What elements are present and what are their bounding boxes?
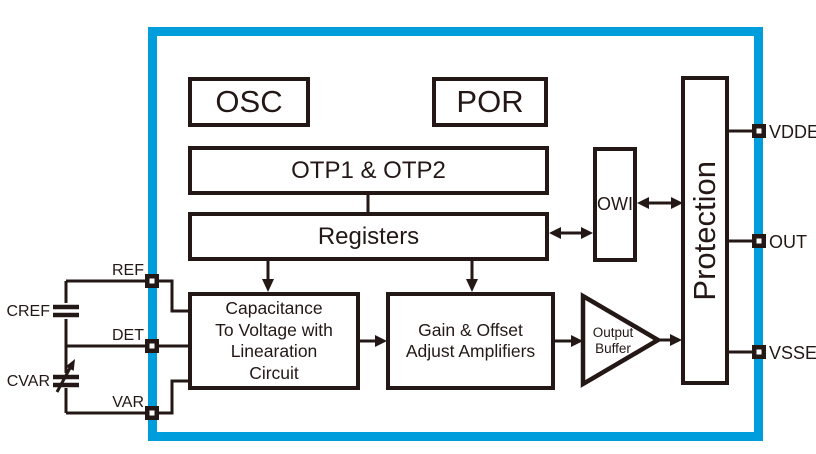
block-gain-line: Adjust Amplifiers <box>405 341 536 361</box>
block-otp: OTP1 & OTP2 <box>188 146 549 195</box>
block-capacitance-to-voltage: Capacitance To Voltage with Linearation … <box>188 292 360 390</box>
block-gain-line: Gain & Offset <box>418 319 523 340</box>
wire-var-internal <box>157 379 190 415</box>
block-c2v-line: To Voltage with <box>215 319 333 340</box>
arrowhead-buffer-protection <box>670 334 682 346</box>
block-registers-label: Registers <box>317 222 420 250</box>
arrowhead-owi-to-registers <box>549 227 561 239</box>
block-c2v-line: Circuit <box>249 362 299 383</box>
block-por-label: POR <box>456 84 524 120</box>
block-owi-label: OWI <box>597 194 633 215</box>
arrowhead-registers-to-owi <box>581 227 593 239</box>
output-buffer-label: Output Buffer <box>592 325 634 356</box>
pin-label-vsse: VSSE <box>769 343 816 363</box>
block-protection: Protection <box>681 76 729 385</box>
cvar-arrowhead <box>65 359 75 371</box>
arrowhead-gain-buffer <box>571 335 583 347</box>
capacitor-label-cvar: CVAR <box>6 373 50 390</box>
block-c2v-line: Capacitance <box>225 298 323 318</box>
block-owi: OWI <box>593 147 637 262</box>
capacitor-label-cref: CREF <box>6 303 50 320</box>
arrowhead-registers-c2v <box>262 279 274 292</box>
pin-label-ref: REF <box>112 262 144 279</box>
block-gain-offset-amplifiers: Gain & Offset Adjust Amplifiers <box>386 292 555 390</box>
pin-label-det: DET <box>112 327 144 344</box>
block-protection-label: Protection <box>687 160 723 301</box>
arrowhead-c2v-gain <box>375 335 387 347</box>
pin-label-var: VAR <box>112 394 144 411</box>
block-otp-label: OTP1 & OTP2 <box>291 156 446 184</box>
pin-label-out: OUT <box>769 232 807 252</box>
cvar-arrow-shaft <box>55 367 72 393</box>
arrowhead-registers-gain <box>466 279 478 292</box>
arrowhead-owi-to-protection <box>671 197 683 209</box>
pin-label-vdde: VDDE <box>769 122 816 142</box>
block-osc: OSC <box>188 77 310 127</box>
arrowhead-protection-to-owi <box>637 197 649 209</box>
pin-pads <box>145 124 766 420</box>
block-c2v-line: Linearation <box>230 341 318 361</box>
wire-ref-internal <box>157 279 190 313</box>
output-buffer-triangle <box>580 292 663 388</box>
block-por: POR <box>432 77 548 127</box>
block-osc-label: OSC <box>215 84 283 120</box>
block-registers: Registers <box>188 212 549 261</box>
